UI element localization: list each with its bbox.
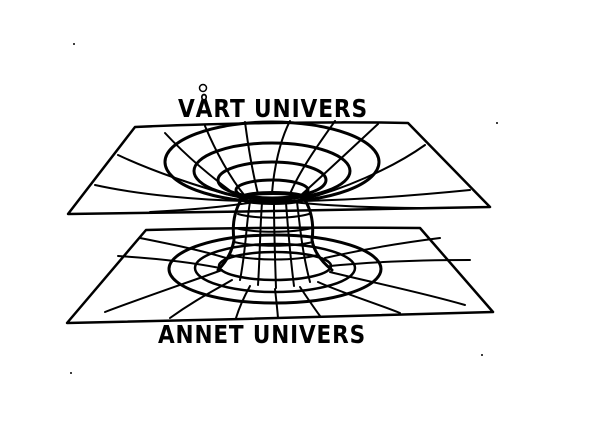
bottom-radial-lines bbox=[104, 237, 471, 319]
top-label-group: VÅRT UNIVERS bbox=[178, 83, 368, 123]
ring-above-a bbox=[198, 83, 208, 93]
top-universe-label: VÅRT UNIVERS bbox=[178, 94, 368, 123]
throat-right-wall bbox=[303, 198, 334, 272]
paper-specks bbox=[70, 43, 498, 374]
top-universe-sheet bbox=[66, 120, 492, 216]
bottom-funnel-ring-1 bbox=[167, 233, 383, 305]
throat-vertical-lines bbox=[239, 201, 311, 289]
bottom-universe-label: ANNET UNIVERS bbox=[158, 320, 366, 349]
bottom-sheet-outline bbox=[65, 226, 495, 325]
top-radial-lines bbox=[94, 120, 471, 213]
top-sheet-outline bbox=[66, 121, 492, 216]
throat-left-wall bbox=[216, 198, 243, 272]
bottom-universe-sheet bbox=[65, 226, 495, 325]
top-funnel-ring-3 bbox=[216, 160, 328, 200]
